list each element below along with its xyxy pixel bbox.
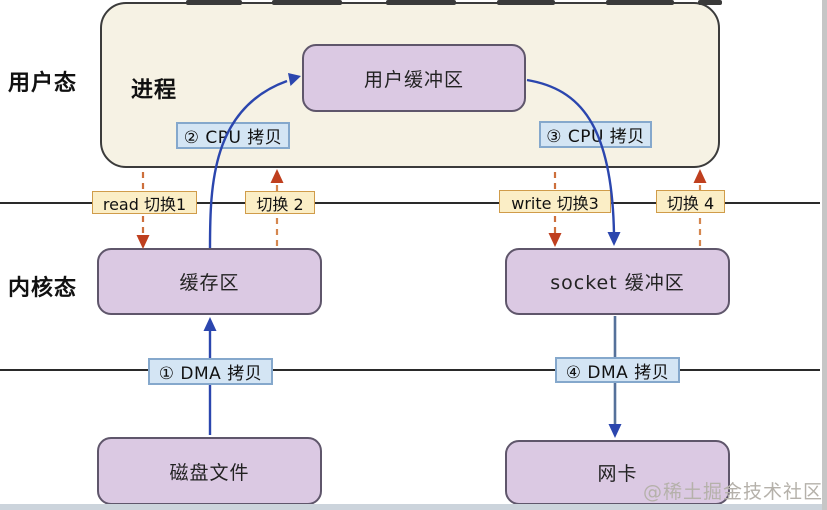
cpu-copy3-arrow xyxy=(526,78,621,246)
read-switch1-arrow xyxy=(136,172,150,249)
disk-file-node: 磁盘文件 xyxy=(97,437,322,505)
read-switch1-label: read 切换1 xyxy=(92,191,197,214)
kernel-buffer-node: 缓存区 xyxy=(97,248,322,315)
cutoff-mark xyxy=(606,0,674,5)
switch2-text: 切换 2 xyxy=(256,194,304,214)
dma-copy4-text: ④ DMA 拷贝 xyxy=(565,362,670,383)
write-switch3-label: write 切换3 xyxy=(499,190,611,213)
right-edge-strip xyxy=(822,0,827,510)
switch2-label: 切换 2 xyxy=(245,191,315,214)
switch4-arrow xyxy=(693,169,707,246)
dma-copy1-text: ① DMA 拷贝 xyxy=(158,364,263,384)
socket-buffer-label: socket 缓冲区 xyxy=(550,272,685,294)
cutoff-mark xyxy=(186,0,242,5)
switch4-label: 切换 4 xyxy=(656,190,725,213)
user-buffer-label: 用户缓冲区 xyxy=(363,68,464,91)
write-switch3-arrow xyxy=(548,172,562,247)
network-card-label: 网卡 xyxy=(597,463,638,485)
dma-copy1-label: ① DMA 拷贝 xyxy=(148,358,273,385)
read-switch1-text: read 切换1 xyxy=(102,194,187,214)
cpu-copy3-text: ③ CPU 拷贝 xyxy=(546,127,645,147)
cutoff-mark xyxy=(272,0,342,5)
kernel-mode-label: 内核态 xyxy=(8,276,78,301)
cutoff-mark xyxy=(386,0,456,5)
user-mode-label: 用户态 xyxy=(8,71,78,96)
write-switch3-text: write 切换3 xyxy=(511,193,599,213)
cutoff-mark xyxy=(698,0,722,5)
switch4-text: 切换 4 xyxy=(666,193,715,213)
cutoff-mark xyxy=(497,0,555,5)
network-card-node: 网卡 xyxy=(505,440,730,505)
bottom-edge-strip xyxy=(0,504,822,510)
socket-buffer-node: socket 缓冲区 xyxy=(505,248,730,315)
kernel-buffer-label: 缓存区 xyxy=(179,272,240,294)
dma-copy4-label: ④ DMA 拷贝 xyxy=(555,357,680,383)
watermark: @稀土掘金技术社区 xyxy=(642,481,823,503)
disk-file-label: 磁盘文件 xyxy=(169,461,250,484)
cpu-copy2-text: ② CPU 拷贝 xyxy=(183,128,283,148)
user-buffer-node: 用户缓冲区 xyxy=(302,44,526,112)
switch2-arrow xyxy=(270,169,284,246)
cpu-copy2-arrow xyxy=(208,73,301,249)
cpu-copy3-label: ③ CPU 拷贝 xyxy=(539,121,652,148)
process-label: 进程 xyxy=(131,78,178,103)
